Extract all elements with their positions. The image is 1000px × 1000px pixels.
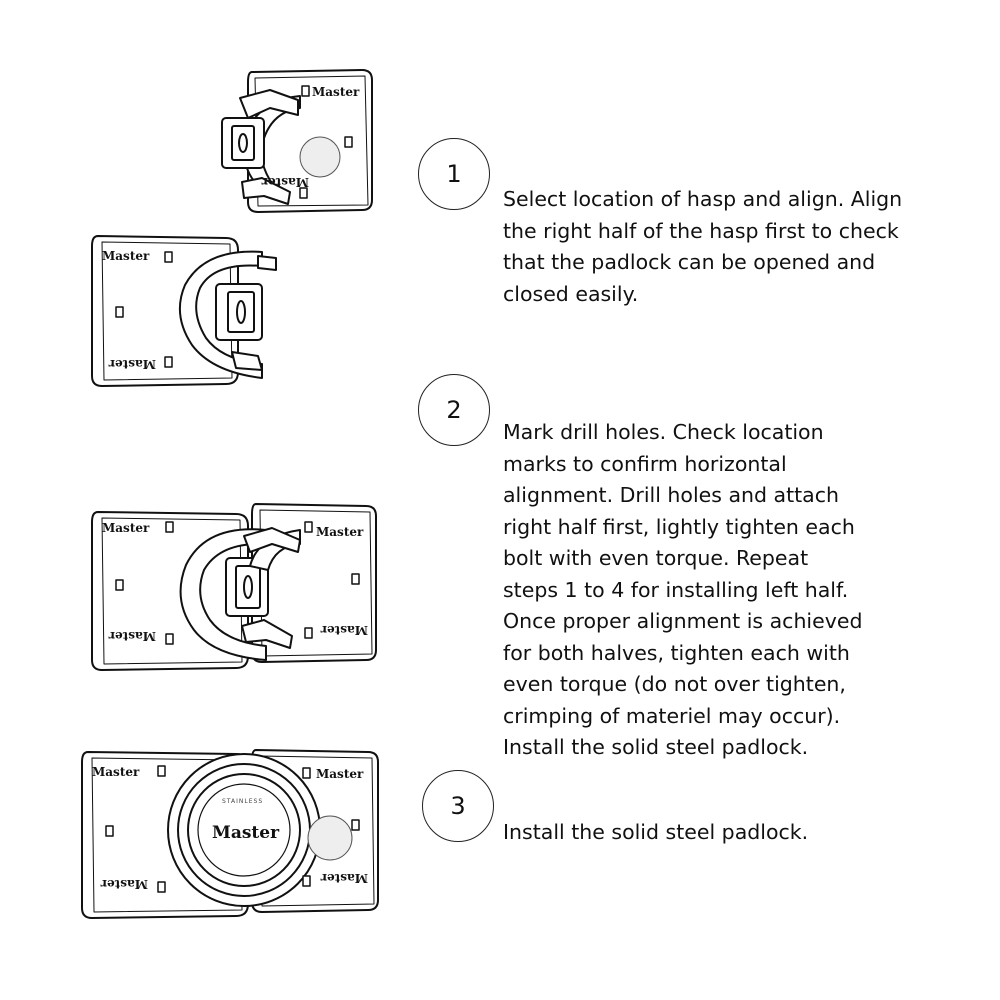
padlock-installed-illustration-3 (81, 749, 379, 919)
step-2-number-circle: 2 (418, 374, 490, 446)
step-text-line: the right half of the hasp first to chec… (503, 218, 899, 243)
brand-logo: Master (92, 765, 140, 779)
step-text-line: even torque (do not over tighten, (503, 672, 846, 696)
step-number: 1 (446, 160, 462, 188)
brand-logo: Master (320, 871, 368, 885)
padlock-brand-logo: Master (212, 823, 280, 843)
brand-logo: Master (261, 175, 309, 189)
step-text-line: crimping of materiel may occur). (503, 703, 841, 728)
step-2-text: Mark drill holes. Check location marks t… (503, 417, 933, 764)
step-1-number-circle: 1 (418, 138, 490, 210)
brand-logos: Master Master Master Master Master Maste… (92, 85, 368, 891)
step-text-line: marks to confirm horizontal (503, 451, 787, 476)
step-text-line: right half first, lightly tighten each (503, 514, 855, 539)
brand-logo: Master (316, 525, 364, 539)
right-hasp-half-illustration-1 (221, 69, 373, 213)
brand-logo: Master (102, 521, 150, 535)
brand-logo: Master (102, 249, 150, 263)
step-text-line: steps 1 to 4 for installing left half. (503, 577, 849, 602)
padlock-badge-text: STAINLESS (222, 798, 263, 805)
brand-logo: Master (108, 629, 156, 643)
step-text-line: that the padlock can be opened and (503, 250, 876, 274)
step-text-line: Mark drill holes. Check location (503, 420, 824, 444)
step-1-text: Select location of hasp and align. Align… (503, 184, 933, 310)
step-text-line: bolt with even torque. Repeat (503, 546, 809, 570)
brand-logo: Master (316, 767, 364, 781)
step-number: 2 (446, 396, 462, 424)
step-text-line: alignment. Drill holes and attach (503, 483, 840, 507)
step-text-line: Once proper alignment is achieved (503, 609, 863, 633)
step-3-text: Install the solid steel padlock. (503, 817, 933, 849)
step-text-line: Install the solid steel padlock. (503, 820, 809, 844)
step-text-line: Select location of hasp and align. Align (503, 187, 903, 211)
step-text-line: closed easily. (503, 281, 639, 306)
brand-logo: Master (320, 623, 368, 637)
both-halves-illustration-2 (91, 503, 377, 671)
step-text-line: Install the solid steel padlock. (503, 735, 809, 759)
step-3-number-circle: 3 (422, 770, 494, 842)
brand-logo: Master (100, 877, 148, 891)
brand-logo: Master (312, 85, 360, 99)
left-hasp-half-illustration-1 (91, 235, 277, 387)
brand-logo: Master (108, 357, 156, 371)
step-text-line: for both halves, tighten each with (503, 640, 850, 665)
step-number: 3 (450, 792, 466, 820)
